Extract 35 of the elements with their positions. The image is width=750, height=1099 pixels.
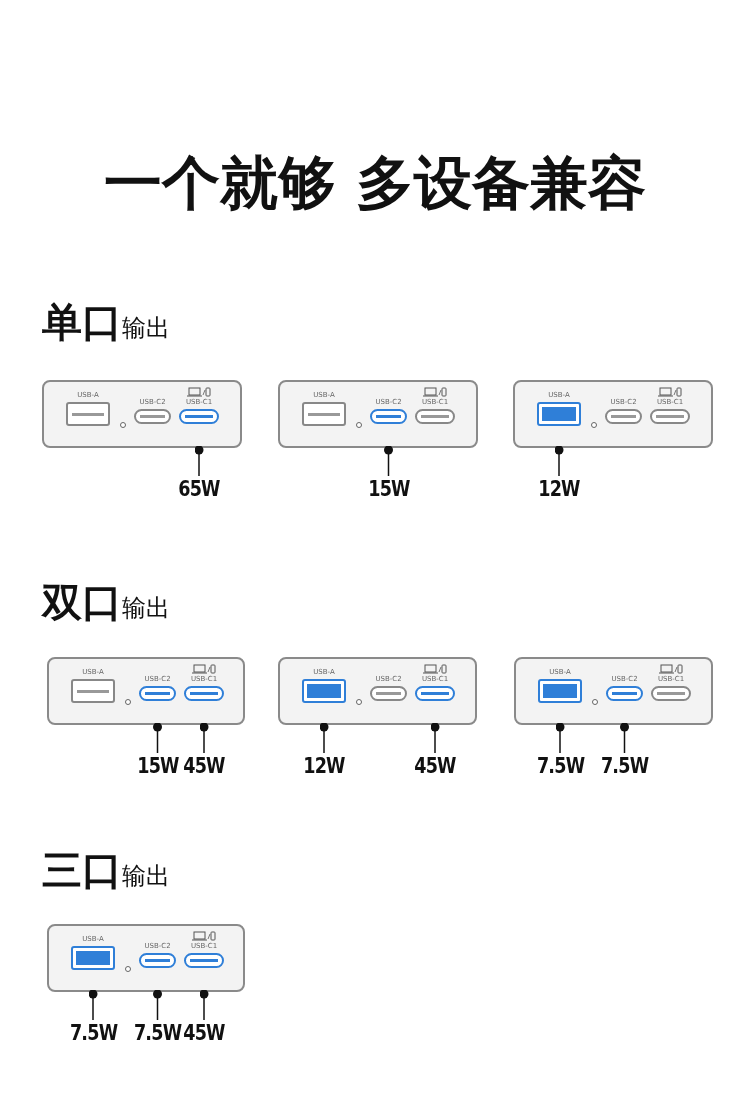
section-heading: 三口输出 (42, 846, 170, 895)
wattage-label: 45W (183, 753, 225, 778)
leader-line (319, 722, 329, 754)
page-title: 一个就够 多设备兼容 (102, 148, 648, 219)
wattage-label: 15W (367, 476, 410, 501)
leader-line (199, 989, 209, 1021)
power-bank-panel (278, 380, 478, 448)
power-bank-panel (278, 657, 477, 725)
leader-line (554, 445, 564, 477)
leader-line (384, 445, 393, 477)
wattage-label: 15W (136, 753, 179, 778)
leader-line (194, 445, 204, 477)
leader-line (430, 722, 440, 754)
leader-line (620, 722, 629, 754)
leader-line (153, 722, 162, 754)
power-bank-panel (513, 380, 713, 448)
power-bank-panel (42, 380, 242, 448)
wattage-label: 7.5W (133, 1020, 182, 1045)
leader-line (555, 722, 565, 754)
wattage-label: 65W (178, 476, 220, 501)
section-heading: 双口输出 (42, 578, 170, 627)
wattage-label: 12W (538, 476, 580, 501)
leader-line (199, 722, 209, 754)
leader-line (153, 989, 162, 1021)
wattage-label: 7.5W (69, 1020, 117, 1045)
wattage-label: 7.5W (600, 753, 649, 778)
section-heading: 单口输出 (42, 298, 170, 347)
wattage-label: 7.5W (536, 753, 584, 778)
power-bank-panel (47, 924, 245, 992)
wattage-label: 45W (183, 1020, 225, 1045)
power-bank-panel (47, 657, 245, 725)
power-bank-panel (514, 657, 713, 725)
wattage-label: 12W (303, 753, 345, 778)
leader-line (88, 989, 98, 1021)
wattage-label: 45W (414, 753, 456, 778)
